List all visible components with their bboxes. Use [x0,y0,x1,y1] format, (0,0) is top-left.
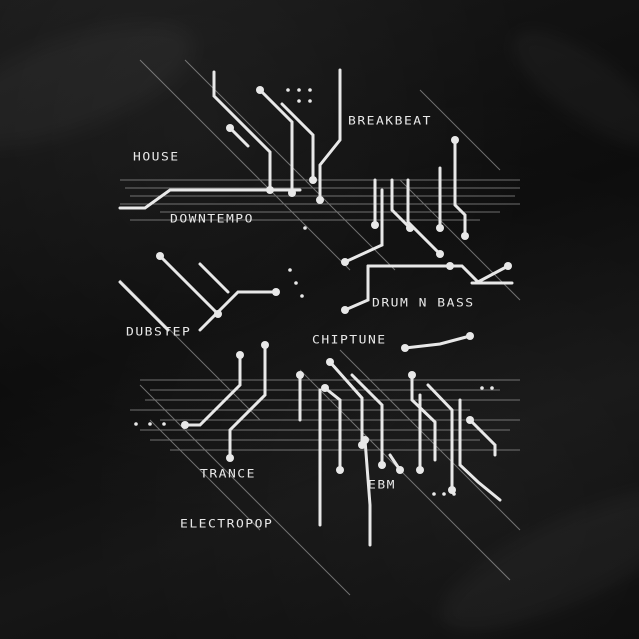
main-traces [118,68,514,547]
genre-label-downtempo: DOWNTEMPO [170,212,254,227]
trace-nodes [156,86,512,494]
genre-label-ebm: EBM [368,478,396,493]
genre-label-trance: TRANCE [200,467,256,482]
genre-label-electropop: ELECTROPOP [180,517,274,532]
dot-clusters [134,88,494,496]
genre-label-dubstep: DUBSTEP [126,325,192,340]
genre-label-chiptune: CHIPTUNE [312,333,387,348]
genre-label-breakbeat: BREAKBEAT [348,114,432,129]
genre-label-drum-n-bass: DRUM N BASS [372,296,475,311]
genre-label-house: HOUSE [133,150,180,165]
